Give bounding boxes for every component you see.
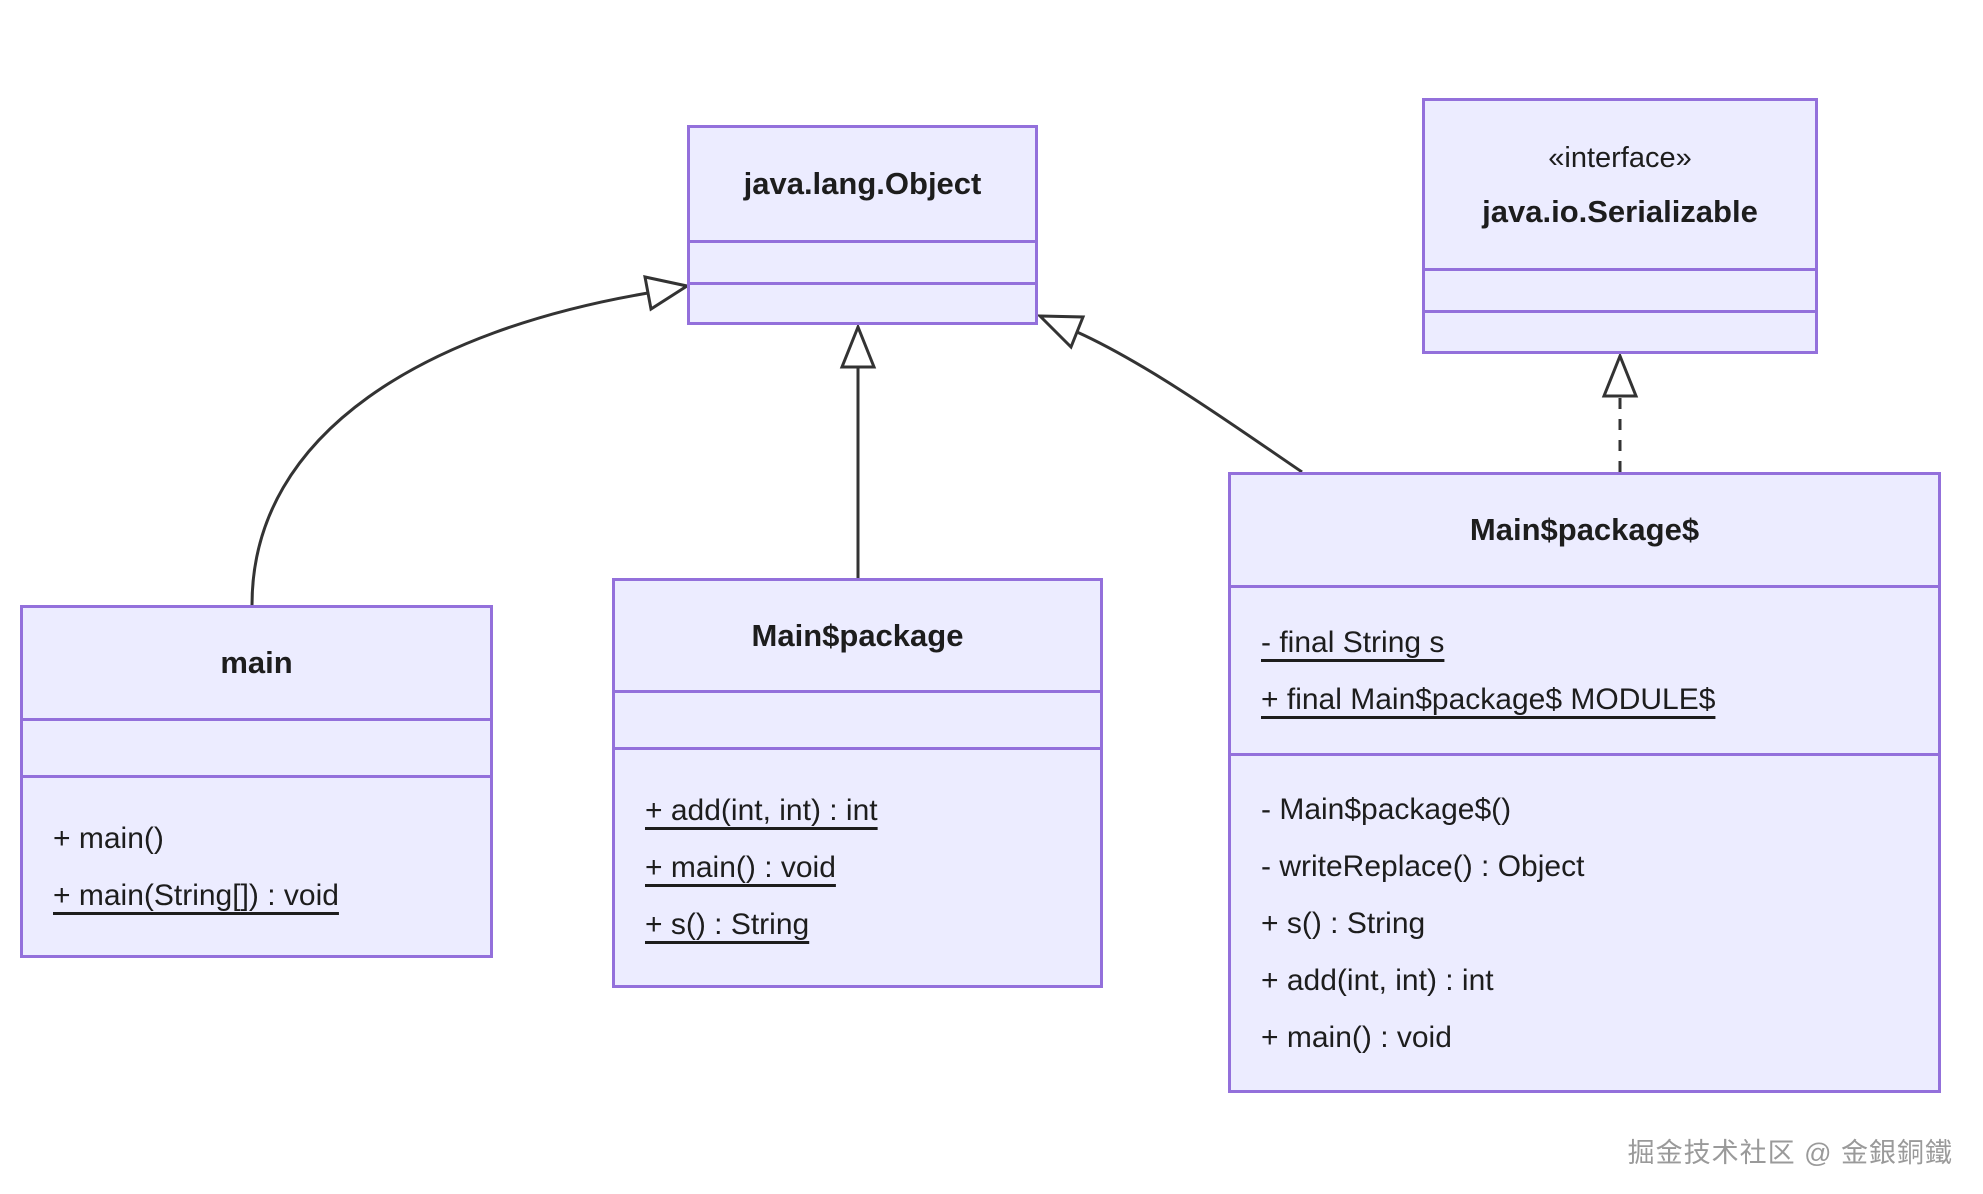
hollow-triangle-icon (1601, 351, 1639, 398)
class-title-compartment: Main$package (615, 581, 1100, 690)
class-member: - Main$package$() (1261, 792, 1512, 826)
class-member: + final Main$package$ MODULE$ (1261, 682, 1716, 716)
class-member: + main() : void (1261, 1020, 1452, 1054)
class-title-compartment: Main$package$ (1231, 475, 1938, 585)
attributes-compartment (1425, 268, 1815, 310)
class-name: java.io.Serializable (1482, 193, 1758, 229)
methods-compartment (690, 282, 1035, 322)
watermark-text: 掘金技术社区 @ 金銀銅鐵 (1627, 1138, 1953, 1168)
class-box-main-package: Main$package + add(int, int) : int + main… (612, 578, 1103, 988)
attributes-compartment (23, 718, 490, 775)
hollow-triangle-icon (1036, 314, 1086, 350)
class-box-java-io-serializable: «interface» java.io.Serializable (1422, 98, 1818, 354)
class-member: + add(int, int) : int (1261, 963, 1494, 997)
class-stereotype: «interface» (1548, 141, 1692, 174)
class-box-main: main + main() + main(String[]) : void (20, 605, 493, 958)
realization-arrow-mainpackageobj-to-serializable (1601, 351, 1639, 472)
class-box-java-lang-object: java.lang.Object (687, 125, 1038, 325)
inheritance-arrow-mainpackageobj-to-object (1036, 314, 1303, 474)
methods-compartment: - Main$package$() - writeReplace() : Obje… (1231, 753, 1938, 1090)
class-name: Main$package (751, 617, 964, 653)
class-member: + s() : String (645, 908, 810, 941)
class-name: main (220, 645, 293, 680)
class-title-compartment: «interface» java.io.Serializable (1425, 101, 1815, 268)
class-member: + main() : void (645, 851, 836, 884)
methods-compartment: + main() + main(String[]) : void (23, 775, 490, 955)
attributes-compartment (615, 690, 1100, 747)
class-title-compartment: main (23, 608, 490, 718)
attributes-compartment: - final String s + final Main$package$ MO… (1231, 585, 1938, 753)
class-name: Main$package$ (1469, 512, 1700, 547)
class-name: java.lang.Object (743, 166, 982, 201)
class-member: - final String s (1261, 625, 1445, 659)
class-member: + add(int, int) : int (645, 794, 878, 827)
class-title-compartment: java.lang.Object (690, 128, 1035, 240)
class-member: + main() (53, 821, 164, 855)
class-member: + main(String[]) : void (53, 878, 339, 912)
inheritance-arrow-main-to-object (250, 275, 691, 606)
methods-compartment (1425, 310, 1815, 351)
class-member: - writeReplace() : Object (1261, 849, 1585, 883)
attributes-compartment (690, 240, 1035, 282)
methods-compartment: + add(int, int) : int + main() : void + s(… (615, 747, 1100, 985)
hollow-triangle-icon (643, 275, 691, 312)
class-box-main-package-dollar: Main$package$ - final String s + final Ma… (1228, 472, 1941, 1093)
inheritance-arrow-mainpackage-to-object (839, 322, 877, 578)
class-member: + s() : String (1261, 906, 1426, 940)
hollow-triangle-icon (839, 322, 877, 369)
